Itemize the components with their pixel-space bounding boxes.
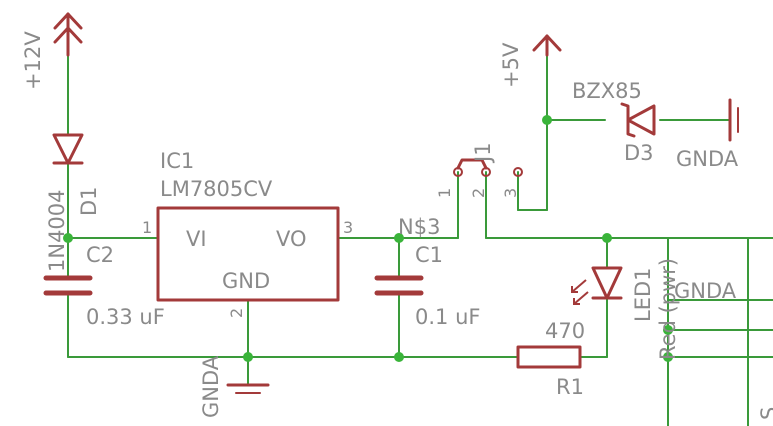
junctions	[63, 115, 673, 362]
j1-pin3-number: 3	[501, 188, 520, 198]
junction-dot	[243, 352, 253, 362]
led1-name-label: LED1	[631, 268, 655, 323]
jumper-j1	[453, 158, 523, 177]
c1-name-label: C1	[415, 243, 443, 267]
capacitor-c2	[43, 275, 93, 296]
junction-dot	[394, 352, 404, 362]
junction-dot	[394, 233, 404, 243]
ic1-vo-label: VO	[276, 227, 307, 251]
ic1-value-label: LM7805CV	[160, 177, 273, 201]
j1-name-label: J1	[471, 142, 495, 164]
d3-value-label: BZX85	[572, 79, 642, 103]
supply-5v-label: +5V	[499, 42, 523, 88]
ic1-pin3-number: 3	[343, 218, 353, 237]
c2-value-label: 0.33 uF	[86, 305, 165, 329]
r1-value-label: 470	[545, 319, 585, 343]
diode-d1	[52, 133, 84, 165]
zener-diode-d3	[620, 102, 656, 138]
wires	[67, 54, 773, 426]
regulator-ic1	[156, 206, 340, 302]
ground-symbol	[226, 383, 270, 394]
gnda-right-label: GNDA	[674, 279, 737, 303]
supply-12v-symbol	[53, 12, 83, 57]
ic1-name-label: IC1	[160, 149, 194, 173]
edge-fragment-label: S	[757, 407, 773, 420]
ic1-pin1-number: 1	[142, 218, 152, 237]
c1-value-label: 0.1 uF	[415, 305, 480, 329]
ground-symbol-d3	[728, 98, 739, 142]
ic1-gnd-label: GND	[222, 269, 270, 293]
junction-dot	[663, 325, 673, 335]
led1-value-label: Red (pwr)	[656, 258, 680, 360]
junction-dot	[602, 233, 612, 243]
capacitor-c1	[374, 275, 424, 296]
gnda-main-label: GNDA	[199, 355, 223, 418]
junction-dot	[63, 233, 73, 243]
d3-name-label: D3	[624, 141, 654, 165]
junction-dot	[542, 115, 552, 125]
supply-12v-label: +12V	[21, 31, 45, 90]
supply-5v-symbol	[532, 34, 562, 57]
j1-pin2-number: 2	[469, 188, 488, 198]
resistor-r1	[516, 345, 582, 369]
c2-name-label: C2	[86, 243, 114, 267]
d1-value-label: 1N4004	[45, 189, 69, 272]
net-n3-label: N$3	[398, 215, 440, 239]
d1-name-label: D1	[77, 186, 101, 216]
led-led1	[571, 266, 623, 305]
j1-pin1-number: 1	[435, 188, 454, 198]
ic1-pin2-number: 2	[227, 308, 246, 318]
ic1-vi-label: VI	[186, 227, 207, 251]
r1-name-label: R1	[556, 375, 584, 399]
gnda-d3-label: GNDA	[676, 147, 739, 171]
junction-dot	[663, 352, 673, 362]
